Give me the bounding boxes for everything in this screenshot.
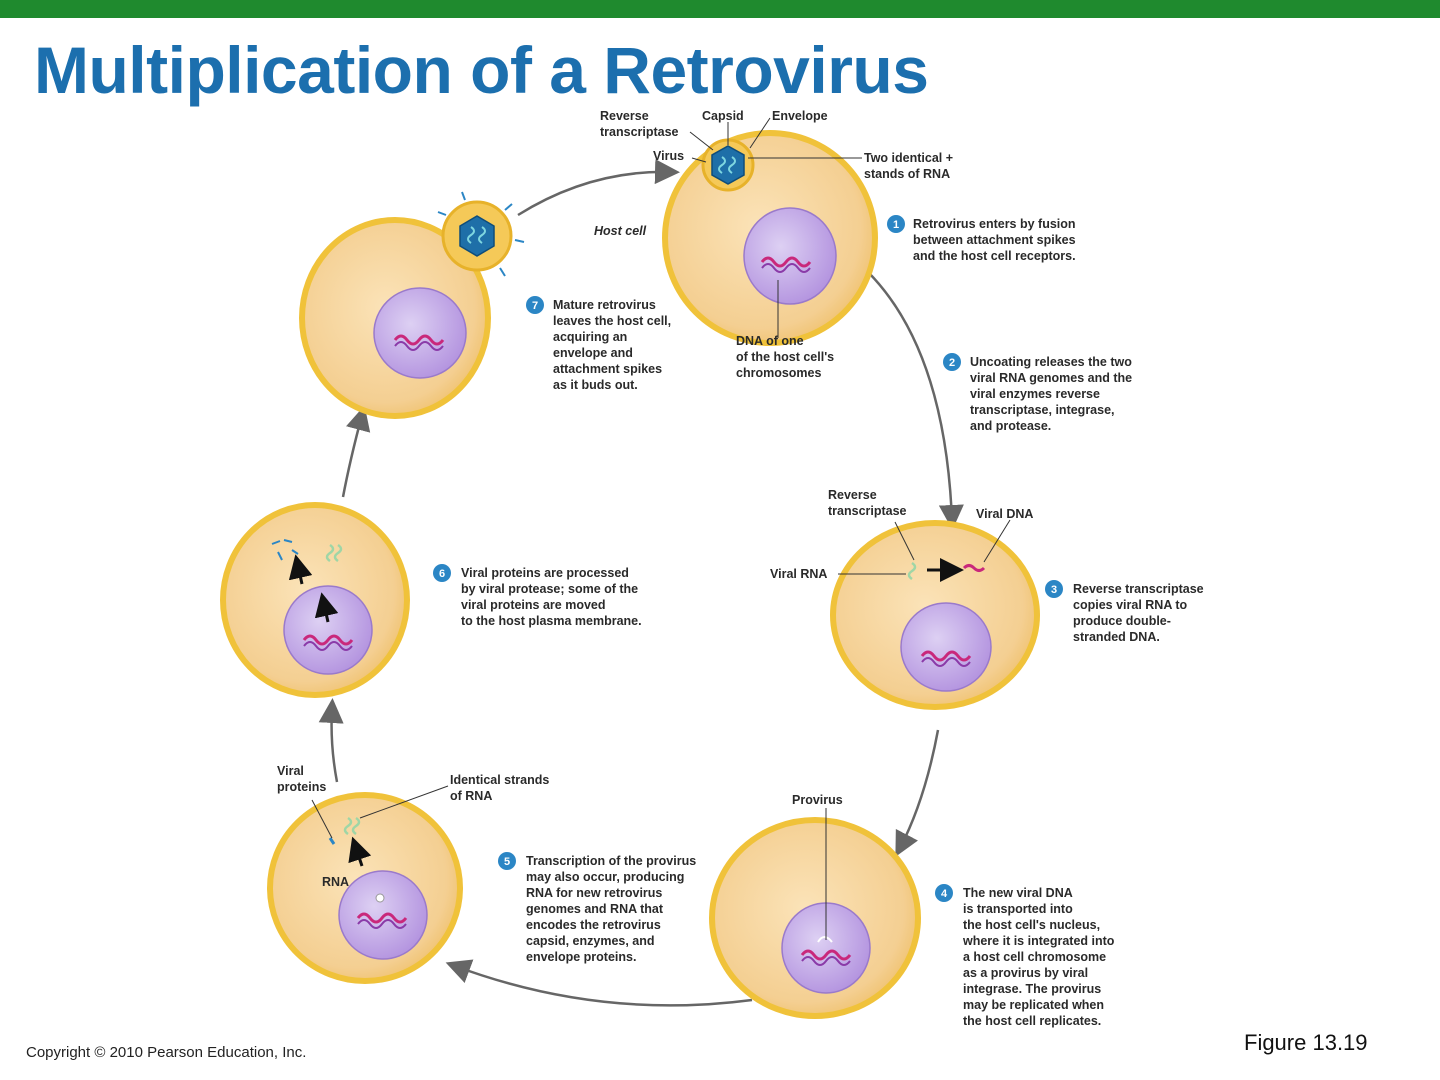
label-identical-strands: Identical strands	[450, 773, 549, 787]
cycle-arrow-1-to-3	[867, 271, 964, 530]
step-1-line: Retrovirus enters by fusion	[913, 217, 1076, 231]
label-rt-2b: transcriptase	[828, 504, 907, 518]
step-4-line: is transported into	[963, 902, 1073, 916]
step-4-line: a host cell chromosome	[963, 950, 1106, 964]
label-reverse-transcriptase-2: transcriptase	[600, 125, 679, 139]
step-7-line: attachment spikes	[553, 362, 662, 376]
step-5-line: Transcription of the provirus	[526, 854, 696, 868]
step-5-number: 5	[504, 856, 510, 868]
step-7-line: leaves the host cell,	[553, 314, 671, 328]
step-5-line: capsid, enzymes, and	[526, 934, 655, 948]
step-2-line: Uncoating releases the two	[970, 355, 1132, 369]
step-3-line: Reverse transcriptase	[1073, 582, 1204, 596]
step-5-line: genomes and RNA that	[526, 902, 664, 916]
label-two-identical-2: stands of RNA	[864, 167, 950, 181]
step-3-block: 3 Reverse transcriptase copies viral RNA…	[1045, 580, 1204, 644]
step-5-block: 5 Transcription of the provirus may also…	[498, 852, 696, 964]
step-4-number: 4	[941, 888, 948, 900]
cycle-arrow-5-to-6	[318, 698, 344, 783]
step-7-line: Mature retrovirus	[553, 298, 656, 312]
label-envelope: Envelope	[772, 109, 828, 123]
step-5-line: encodes the retrovirus	[526, 918, 661, 932]
step-7-line: envelope and	[553, 346, 633, 360]
step-2-line: viral enzymes reverse	[970, 387, 1100, 401]
label-rna: RNA	[322, 875, 349, 889]
step-2-line: transcriptase, integrase,	[970, 403, 1115, 417]
step-4-block: 4 The new viral DNA is transported into …	[935, 884, 1115, 1028]
label-viral-proteins: Viral	[277, 764, 304, 778]
slide-title: Multiplication of a Retrovirus	[34, 33, 929, 107]
step-1-number: 1	[893, 219, 899, 231]
step-2-line: viral RNA genomes and the	[970, 371, 1132, 385]
label-viral-dna: Viral DNA	[976, 507, 1033, 521]
step-3-number: 3	[1051, 584, 1057, 596]
step-3-line: produce double-	[1073, 614, 1171, 628]
step-6-block: 6 Viral proteins are processed by viral …	[433, 564, 642, 628]
figure-number: Figure 13.19	[1244, 1030, 1368, 1055]
label-two-identical: Two identical +	[864, 151, 953, 165]
cycle-arrow-4-to-5	[445, 959, 753, 1007]
label-provirus: Provirus	[792, 793, 843, 807]
cell-step-1	[662, 130, 878, 346]
step-6-line: by viral protease; some of the	[461, 582, 638, 596]
label-dna-one-3: chromosomes	[736, 366, 821, 380]
step-6-number: 6	[439, 568, 445, 580]
cycle-arrow-6-to-7	[341, 405, 371, 498]
step-5-line: may also occur, producing	[526, 870, 684, 884]
label-viral-rna: Viral RNA	[770, 567, 827, 581]
label-rt-2: Reverse	[828, 488, 877, 502]
cell-step-4	[709, 817, 921, 1019]
step-6-line: Viral proteins are processed	[461, 566, 629, 580]
cell-step-3	[830, 520, 1040, 710]
step-7-number: 7	[532, 300, 538, 312]
label-identical-strands-2: of RNA	[450, 789, 492, 803]
cell-step-7	[299, 191, 525, 419]
label-reverse-transcriptase: Reverse	[600, 109, 649, 123]
step-1-block: 1 Retrovirus enters by fusion between at…	[887, 215, 1076, 263]
step-1-line: and the host cell receptors.	[913, 249, 1076, 263]
cycle-arrow-3-to-4	[895, 729, 940, 857]
step-5-line: envelope proteins.	[526, 950, 636, 964]
step-5-line: RNA for new retrovirus	[526, 886, 662, 900]
step-7-line: as it buds out.	[553, 378, 638, 392]
label-dna-one: DNA of one	[736, 334, 804, 348]
step-6-line: viral proteins are moved	[461, 598, 606, 612]
label-dna-one-2: of the host cell's	[736, 350, 834, 364]
step-4-line: integrase. The provirus	[963, 982, 1101, 996]
top-accent-bar	[0, 0, 1440, 18]
step-3-line: stranded DNA.	[1073, 630, 1160, 644]
copyright-text: Copyright © 2010 Pearson Education, Inc.	[26, 1044, 307, 1061]
step-3-line: copies viral RNA to	[1073, 598, 1188, 612]
step-2-number: 2	[949, 357, 955, 369]
label-viral-proteins-2: proteins	[277, 780, 326, 794]
step-7-line: acquiring an	[553, 330, 627, 344]
step-2-line: and protease.	[970, 419, 1051, 433]
cell-step-5	[267, 792, 463, 984]
step-4-line: may be replicated when	[963, 998, 1104, 1012]
step-4-line: as a provirus by viral	[963, 966, 1088, 980]
label-capsid: Capsid	[702, 109, 744, 123]
label-virus: Virus	[653, 149, 684, 163]
step-4-line: where it is integrated into	[962, 934, 1115, 948]
cycle-arrow-7-to-1	[517, 159, 680, 217]
step-1-line: between attachment spikes	[913, 233, 1076, 247]
step-4-line: the host cell replicates.	[963, 1014, 1101, 1028]
step-4-line: The new viral DNA	[963, 886, 1073, 900]
step-4-line: the host cell's nucleus,	[963, 918, 1100, 932]
step-7-block: 7 Mature retrovirus leaves the host cell…	[526, 296, 671, 392]
step-2-block: 2 Uncoating releases the two viral RNA g…	[943, 353, 1132, 433]
step-6-line: to the host plasma membrane.	[461, 614, 642, 628]
cell-step-6	[220, 502, 410, 698]
label-host-cell: Host cell	[594, 224, 647, 238]
